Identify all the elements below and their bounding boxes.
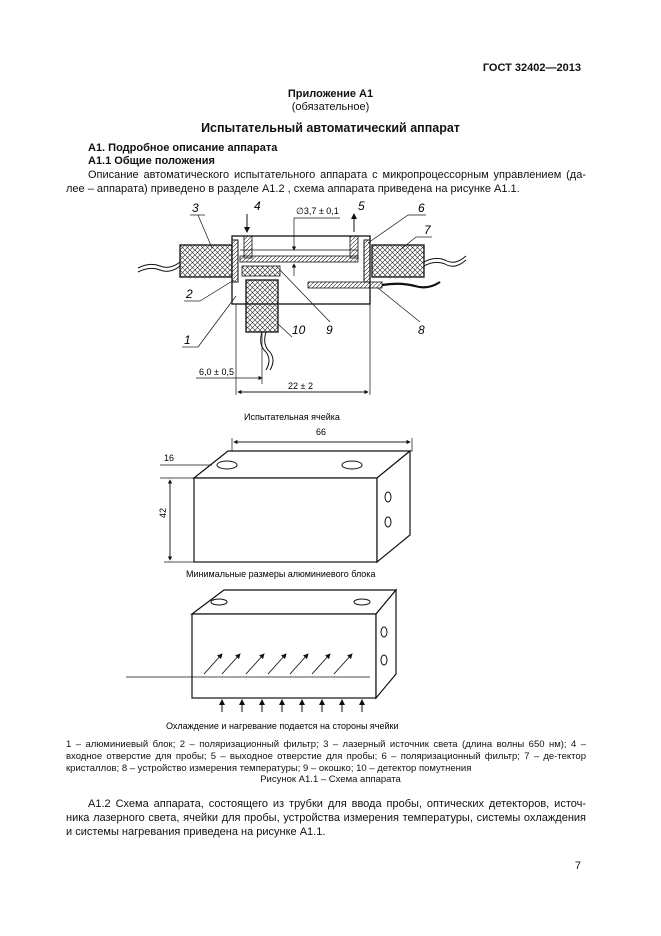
apparatus-figure: ∅3,7 ± 0,1 3 4 5 6 7 2 1 10 9 8 6,0 ± 0,… — [126, 199, 467, 731]
label-8: 8 — [418, 323, 425, 337]
label-2: 2 — [185, 287, 193, 301]
crystal-detector — [371, 244, 425, 278]
cooling-diagonal-arrows — [203, 653, 353, 675]
figure-caption: Рисунок А1.1 – Схема аппарата — [260, 774, 401, 785]
figure-legend: 1 – алюминиевый блок; 2 – поляризационны… — [66, 739, 586, 774]
sample-cell — [239, 255, 359, 263]
caption-cooling: Охлаждение и нагревание подается на стор… — [166, 721, 398, 731]
label-6: 6 — [418, 201, 425, 215]
block-side-face — [375, 588, 397, 700]
diameter-label: ∅3,7 ± 0,1 — [296, 206, 339, 216]
dimension-16: 16 — [164, 453, 174, 463]
temperature-sensor — [307, 281, 383, 289]
label-3: 3 — [192, 201, 199, 215]
laser-source — [179, 244, 233, 278]
appendix-title: Приложение А1 — [287, 88, 374, 100]
paragraph-intro: Описание автоматического испытательного … — [66, 169, 586, 195]
label-7: 7 — [424, 223, 432, 237]
inlet-channel — [243, 235, 253, 259]
label-5: 5 — [358, 199, 365, 213]
dimension-6: 6,0 ± 0,5 — [199, 367, 234, 377]
wire-right — [423, 255, 467, 263]
label-9: 9 — [326, 323, 333, 337]
label-4: 4 — [254, 199, 261, 213]
label-10: 10 — [292, 323, 306, 337]
appendix-heading: Испытательный автоматический аппарат — [201, 121, 460, 135]
subsection-heading: А1.1 Общие положения — [88, 155, 215, 167]
wire-left — [137, 261, 181, 269]
turbidity-detector — [245, 279, 279, 333]
document-id: ГОСТ 32402—2013 — [482, 62, 581, 74]
caption-block: Минимальные размеры алюминиевого блока — [186, 569, 375, 579]
cell-side-face — [376, 449, 411, 564]
paragraph-scheme: А1.2 Схема аппарата, состоящего из трубк… — [66, 798, 586, 838]
caption-cell: Испытательная ячейка — [244, 412, 340, 422]
window — [241, 265, 281, 277]
appendix-subtitle: (обязательное) — [291, 101, 370, 113]
dimension-66: 66 — [316, 427, 326, 437]
section-heading: А1. Подробное описание аппарата — [88, 142, 278, 154]
heating-vertical-arrows — [219, 699, 365, 712]
label-1: 1 — [184, 333, 191, 347]
cell-front-face — [193, 477, 378, 563]
dimension-42: 42 — [158, 508, 168, 518]
page-number: 7 — [574, 860, 581, 872]
dimension-22: 22 ± 2 — [288, 381, 313, 391]
outlet-channel — [349, 235, 359, 259]
polarizer-right — [363, 239, 371, 283]
polarizer-left — [231, 239, 239, 283]
